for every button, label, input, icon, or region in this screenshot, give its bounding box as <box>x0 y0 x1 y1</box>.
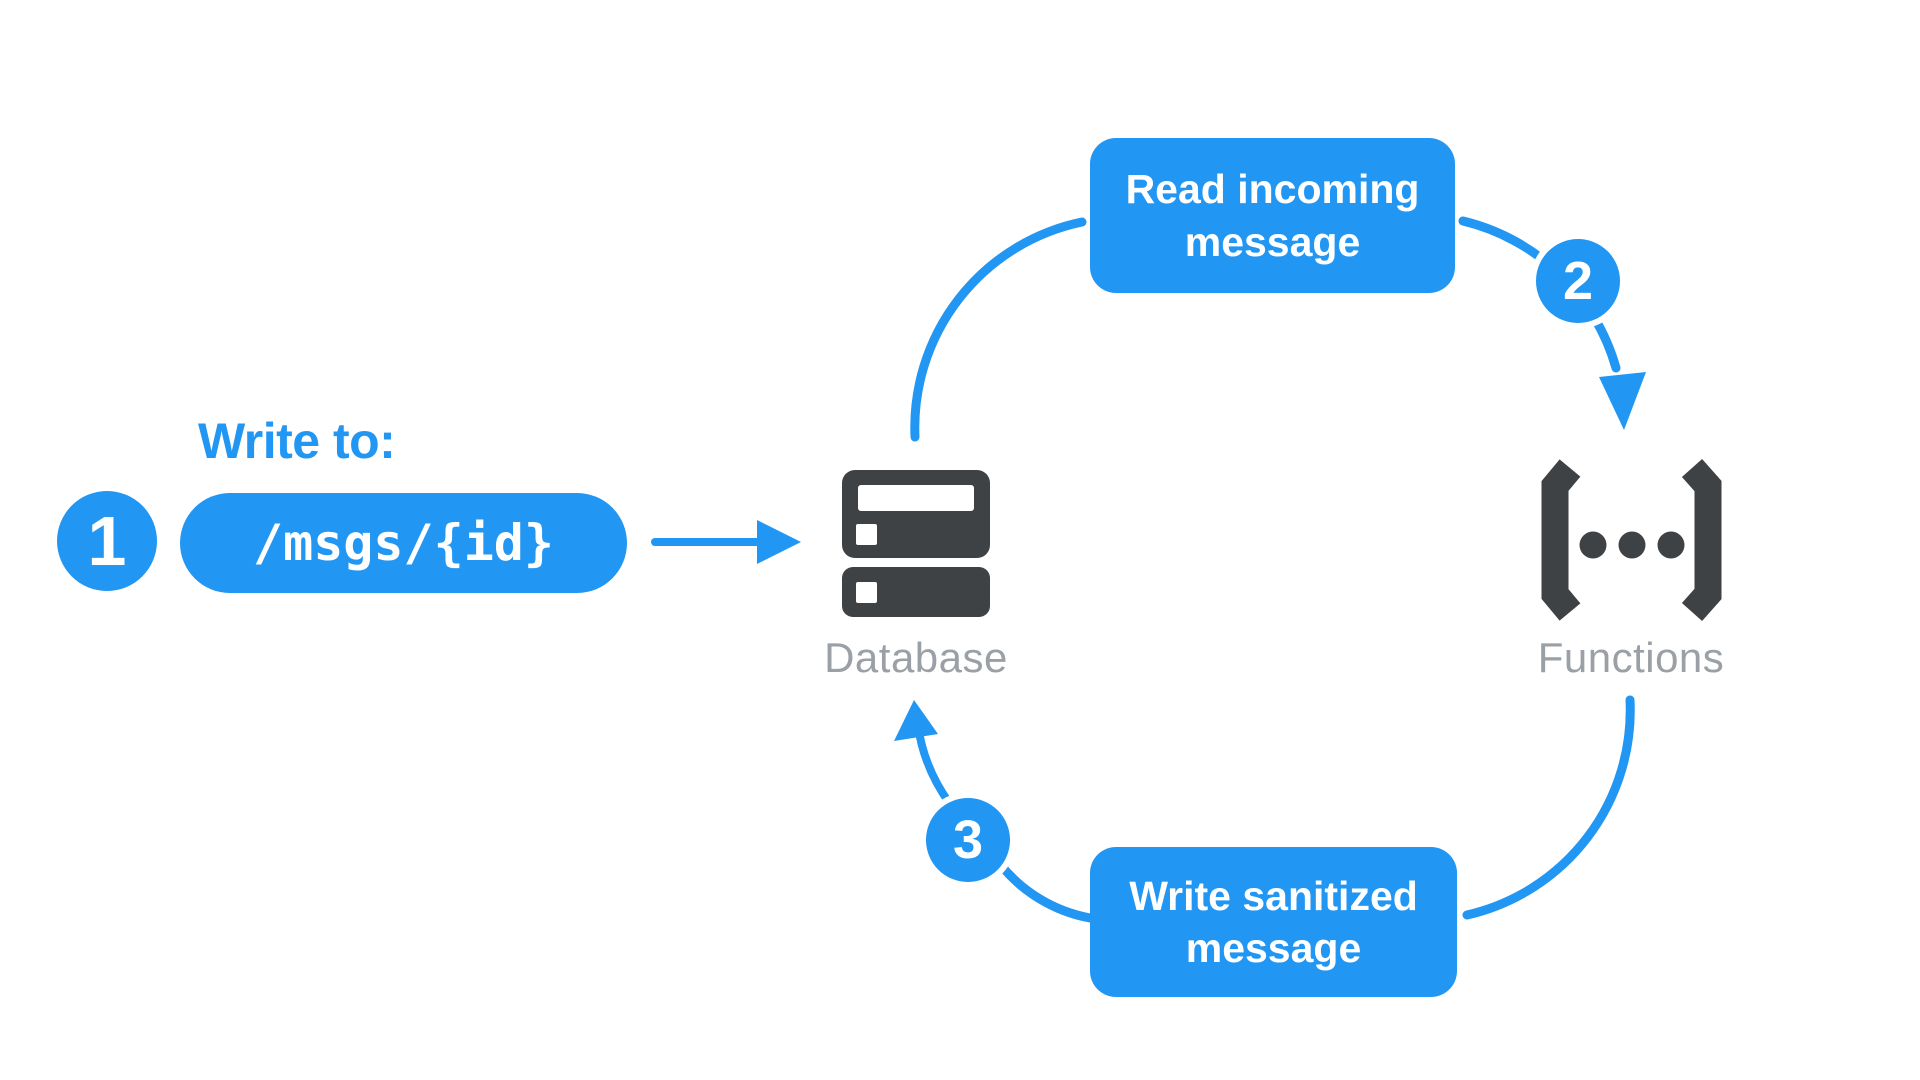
arrowhead-up-to-database-icon <box>894 700 938 741</box>
step-3-number: 3 <box>952 810 984 870</box>
arrow-shaft-up-to-database <box>914 722 954 808</box>
arc-database-to-read-box <box>910 217 1087 442</box>
read-incoming-message-box: Read incoming message <box>1090 138 1455 293</box>
read-box-line-2: message <box>1184 218 1361 265</box>
arc-functions-to-write-box <box>1462 695 1635 920</box>
read-box-line-1: Read incoming <box>1125 166 1420 213</box>
step-1-badge: 1 <box>57 491 157 591</box>
functions-icon <box>1541 459 1722 621</box>
database-icon <box>842 470 990 617</box>
database-path-text: /msgs/{id} <box>252 514 555 572</box>
arrowhead-down-to-functions-icon <box>1599 372 1646 430</box>
write-box-line-2: message <box>1185 925 1362 971</box>
write-box-line-1: Write sanitized <box>1129 872 1418 919</box>
step-1-number: 1 <box>87 502 127 580</box>
database-path-pill: /msgs/{id} <box>180 493 627 593</box>
step-3-badge: 3 <box>920 792 1016 888</box>
arc-write-box-to-step3-badge <box>995 859 1095 923</box>
database-label: Database <box>824 634 1008 681</box>
step-2-number: 2 <box>1562 251 1594 311</box>
arrowhead-right-to-database-icon <box>757 520 801 564</box>
write-sanitized-message-box: Write sanitized message <box>1090 847 1457 997</box>
write-to-heading: Write to: <box>198 413 396 469</box>
functions-label: Functions <box>1537 634 1725 681</box>
step-2-badge: 2 <box>1530 233 1626 329</box>
